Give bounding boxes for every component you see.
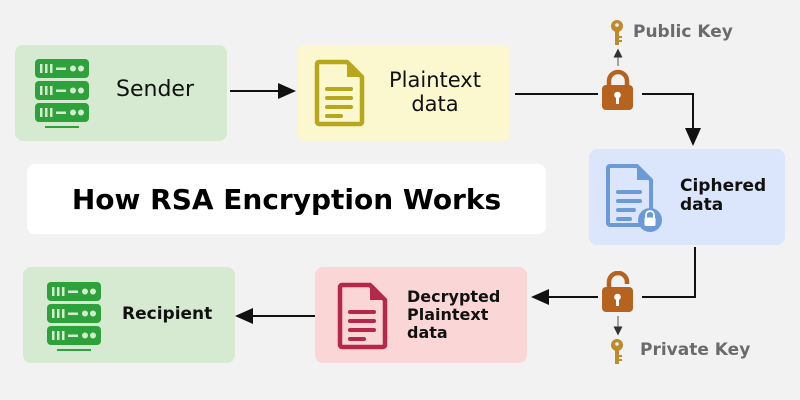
sender-node: Sender [15,45,227,141]
plaintext-label: Plaintext data [389,68,481,116]
key-icon [611,20,623,45]
title-banner: How RSA Encryption Works [27,164,546,234]
server-icon [35,59,89,128]
ciphered-label: Ciphered data [680,176,767,216]
recipient-node: Recipient [23,267,235,363]
public-key-label: Public Key [633,22,733,42]
ciphered-node: Ciphered data [589,149,785,245]
ciphered-label-line1: Ciphered [680,176,767,196]
decrypted-label: Decrypted Plaintext data [407,288,500,342]
decrypted-label-line2: Plaintext [407,304,489,324]
private-key-label: Private Key [640,340,751,360]
decrypted-node: Decrypted Plaintext data [315,267,527,363]
decrypted-label-line1: Decrypted [407,287,501,306]
arrow-lock-to-ciphered [642,93,701,146]
document-icon [337,282,388,350]
locked-document-icon [606,164,662,232]
page-title: How RSA Encryption Works [71,182,502,216]
server-icon [47,282,101,351]
key-icon [611,339,623,364]
lock-open-icon [602,271,633,312]
sender-label: Sender [116,77,194,102]
plaintext-label-line1: Plaintext [389,68,481,92]
plaintext-node: Plaintext data [297,45,510,141]
line-ciphered-to-lock [642,247,696,298]
ciphered-label-line2: data [680,195,724,216]
recipient-label: Recipient [122,304,213,324]
decrypted-label-line3: data [407,322,448,342]
document-icon [314,59,365,127]
plaintext-label-line2: data [411,91,459,116]
lock-closed-icon [602,69,633,110]
